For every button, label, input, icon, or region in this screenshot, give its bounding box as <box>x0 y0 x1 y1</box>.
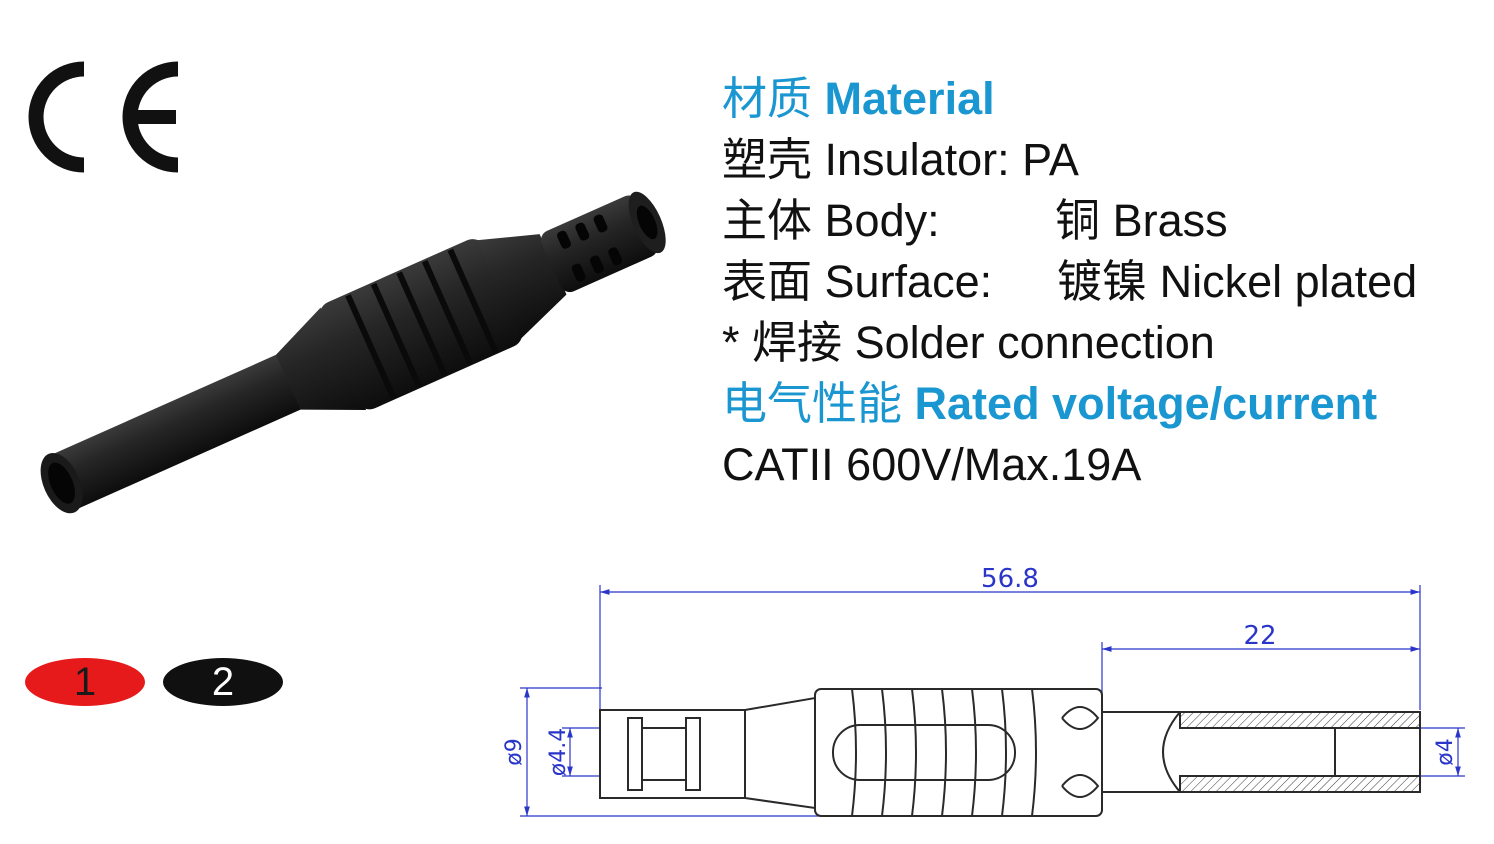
inner-diameter-label: ø4.4 <box>546 728 571 776</box>
ce-mark-icon <box>28 61 179 173</box>
material-heading: 材质 Material <box>722 73 995 124</box>
connection-spec: * 焊接 Solder connection <box>722 317 1215 368</box>
product-photo <box>40 191 666 514</box>
insulator-spec: 塑壳 Insulator: PA <box>722 134 1079 185</box>
bore-diameter-label: ø4 <box>1433 738 1458 765</box>
socket-length-label: 22 <box>1243 621 1276 651</box>
body-spec: 主体 Body: 铜 Brass <box>722 195 1228 246</box>
inner-diameter-dimension <box>562 727 600 777</box>
color-swatch-red: 1 <box>25 658 145 706</box>
rating-heading: 电气性能 Rated voltage/current <box>722 378 1378 429</box>
spec-list: 材质 Material 塑壳 Insulator: PA 主体 Body: 铜 … <box>722 68 1482 495</box>
outer-diameter-label: ø9 <box>502 738 527 765</box>
rating-spec: CATII 600V/Max.19A <box>722 439 1142 490</box>
bore-diameter-dimension <box>1420 727 1465 777</box>
overall-length-dimension <box>599 585 1421 710</box>
color-options: 1 2 <box>22 658 292 710</box>
outer-diameter-dimension <box>520 687 820 817</box>
color-swatch-black: 2 <box>163 658 283 706</box>
surface-spec: 表面 Surface: 镀镍 Nickel plated <box>722 256 1418 307</box>
socket-length-dimension <box>1101 642 1420 708</box>
technical-drawing: 56.8 22 ø9 ø4.4 ø4 <box>502 564 1465 817</box>
socket-outline <box>599 688 1421 817</box>
overall-length-label: 56.8 <box>981 564 1039 594</box>
